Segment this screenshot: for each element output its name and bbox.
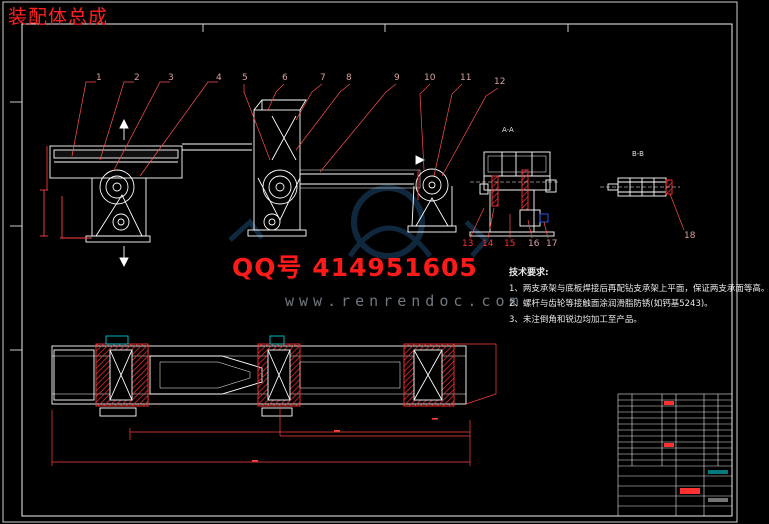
- section-label-b-b: B-B: [632, 150, 644, 158]
- section-label-a-a: A-A: [502, 126, 514, 134]
- dimension-marks: [252, 418, 438, 462]
- technical-requirement-2: 2、螺杆与齿轮等接触面涂润滑脂防锈(如钙基5243)。: [509, 299, 713, 309]
- title-block: [617, 393, 733, 517]
- watermark-site: www.renrendoc.com: [285, 292, 524, 310]
- callout-4: 4: [216, 73, 222, 83]
- callout-5: 5: [242, 73, 248, 83]
- callout-11: 11: [460, 73, 471, 83]
- callout-numbers: 1 2 3 4 5 6 7 8 9 10 11 12: [96, 73, 505, 87]
- technical-requirement-3: 3、未注倒角和锐边均加工至产品。: [509, 314, 642, 325]
- callout-2: 2: [134, 73, 140, 83]
- section-b-b: [600, 177, 685, 231]
- section-a-a-leaders: [469, 207, 549, 239]
- callout-leaders: [71, 81, 499, 177]
- callout-15: 15: [504, 239, 515, 249]
- callout-10: 10: [424, 73, 436, 83]
- technical-requirements-heading: 技术要求:: [509, 268, 549, 278]
- section-a-a: [469, 151, 560, 237]
- assembly-drawing: 1 2 3 4 5 6 7 8 9 10 11 12 A-A 13 14 15 …: [2, 1, 738, 523]
- callout-18: 18: [684, 231, 696, 241]
- callout-6: 6: [282, 73, 288, 83]
- dimension-lines: [51, 343, 497, 466]
- watermark-qq: QQ号 414951605: [232, 253, 478, 282]
- callout-3: 3: [168, 73, 174, 83]
- callout-13: 13: [462, 239, 473, 249]
- front-view: [40, 99, 457, 268]
- technical-requirement-1: 1、两支承架与底板焊接后再配钻支承架上平面，保证两支承面等高。: [509, 283, 769, 294]
- drawing-frame: [2, 1, 738, 523]
- technical-requirements: 技术要求: 1、两支承架与底板焊接后再配钻支承架上平面，保证两支承面等高。 2、…: [509, 266, 769, 328]
- title-block-fills: [664, 401, 728, 502]
- callout-7: 7: [320, 73, 326, 83]
- callout-12: 12: [494, 77, 505, 87]
- top-view: [51, 335, 467, 417]
- callout-9: 9: [394, 73, 400, 83]
- callout-17: 17: [546, 239, 557, 249]
- callout-14: 14: [482, 239, 494, 249]
- callout-16: 16: [528, 239, 540, 249]
- drawing-title: 装配体总成: [8, 6, 109, 28]
- callout-1: 1: [96, 73, 102, 83]
- callout-8: 8: [346, 73, 352, 83]
